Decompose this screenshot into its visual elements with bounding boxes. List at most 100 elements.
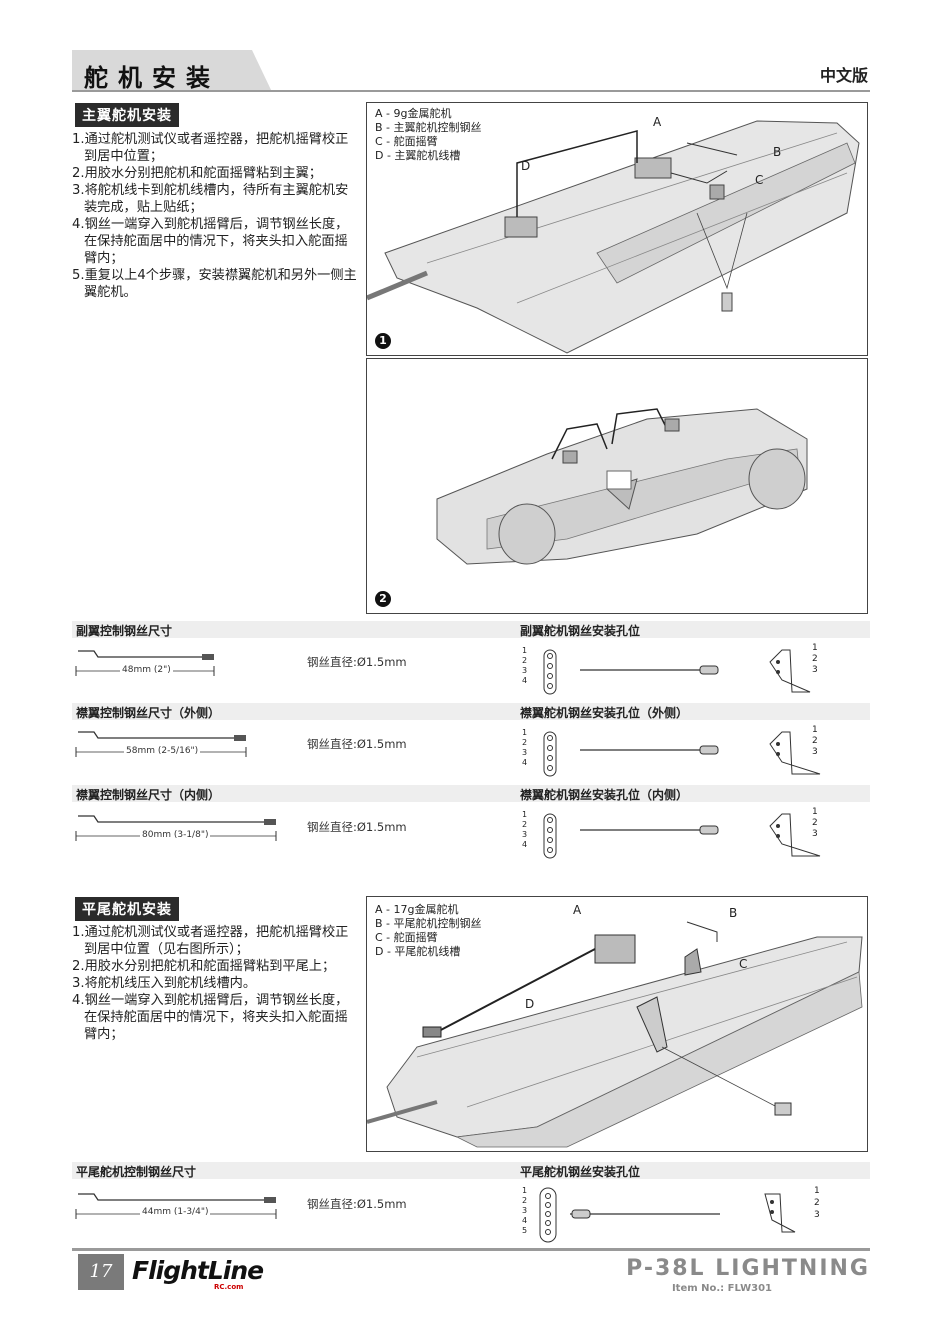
callout-c: C (739, 957, 748, 971)
flap-outer-holes-title: 襟翼舵机钢丝安装孔位（外侧） (520, 706, 689, 720)
stabilizer-holes-title: 平尾舵机钢丝安装孔位 (520, 1165, 641, 1179)
stabilizer-rod-title: 平尾舵机控制钢丝尺寸 (76, 1165, 197, 1179)
flap-outer-rod-title: 襟翼控制钢丝尺寸（外侧） (76, 706, 221, 720)
stabilizer-holes-diagram (539, 1187, 796, 1243)
flap-outer-rod-dimension: 58mm (2-5/16") (124, 746, 201, 756)
stabilizer-legend: A - 17g金属舵机 B - 平尾舵机控制钢丝 C - 舵面摇臂 D - 平尾… (375, 903, 482, 959)
stabilizer-illustration (367, 921, 863, 1148)
stabilizer-rod-diameter: 钢丝直径:Ø1.5mm (307, 1197, 407, 1211)
servo-hole: 1 (522, 728, 528, 737)
main-wing-heading: 主翼舵机安装 (75, 103, 179, 127)
legend-item: C - 舵面摇臂 (375, 135, 438, 148)
step: 2.用胶水分别把舵机和舵面摇臂粘到主翼； (72, 166, 322, 181)
footer-divider (72, 1248, 870, 1251)
stabilizer-horn-holes: 1 2 3 (814, 1185, 820, 1221)
servo-hole: 1 (522, 646, 528, 655)
figure-number-2: 2 (375, 591, 391, 607)
brand-logo: FlightLine (132, 1256, 264, 1285)
aileron-holes-title: 副翼舵机钢丝安装孔位 (520, 624, 641, 638)
callout-a: A (653, 115, 662, 129)
stabilizer-heading: 平尾舵机安装 (75, 897, 179, 921)
flap-inner-holes-diagram (543, 813, 821, 859)
flap-inner-rod-dimension: 80mm (3-1/8") (140, 830, 211, 840)
step: 5.重复以上4个步骤，安装襟翼舵机和另外一侧主翼舵机。 (72, 268, 357, 300)
aileron-rod-title: 副翼控制钢丝尺寸 (76, 624, 173, 638)
servo-hole: 1 (522, 1186, 528, 1195)
model-name: P-38L LIGHTNING (626, 1256, 870, 1281)
item-number: Item No.: FLW301 (671, 1283, 772, 1294)
linkage-row-bar (72, 1162, 870, 1179)
servo-hole: 4 (522, 1216, 528, 1225)
legend-item: B - 主翼舵机控制钢丝 (375, 121, 482, 134)
wing-illustration (367, 120, 860, 354)
horn-hole: 3 (814, 1210, 820, 1220)
callout-b: B (773, 145, 782, 159)
main-wing-steps: 1.通过舵机测试仪或者遥控器，把舵机摇臂校正到居中位置； 2.用胶水分别把舵机和… (72, 131, 360, 301)
stabilizer-rod-dimension: 44mm (1-3/4") (140, 1207, 211, 1217)
legend-item: A - 17g金属舵机 (375, 903, 459, 916)
main-wing-legend: A - 9g金属舵机 B - 主翼舵机控制钢丝 C - 舵面摇臂 D - 主翼舵… (375, 107, 482, 163)
linkage-row-bar (72, 785, 870, 802)
servo-hole: 4 (522, 676, 528, 685)
figure-number-1: 1 (375, 333, 391, 349)
servo-hole: 3 (522, 748, 528, 757)
step: 4.钢丝一端穿入到舵机摇臂后，调节钢丝长度，在保持舵面居中的情况下，将夹头扣入舵… (72, 217, 349, 266)
main-wing-figure-2: 2 (366, 358, 868, 614)
horn-hole: 2 (812, 736, 818, 746)
step: 1.通过舵机测试仪或者遥控器，把舵机摇臂校正到居中位置（见右图所示）； (72, 925, 349, 957)
step: 2.用胶水分别把舵机和舵面摇臂粘到平尾上； (72, 959, 336, 974)
horn-hole: 1 (812, 643, 818, 653)
stabilizer-figure: A - 17g金属舵机 B - 平尾舵机控制钢丝 C - 舵面摇臂 D - 平尾… (366, 896, 868, 1152)
horn-hole: 3 (812, 665, 818, 675)
step: 3.将舵机线压入到舵机线槽内。 (72, 976, 257, 991)
callout-d: D (521, 159, 531, 173)
horn-hole: 2 (812, 818, 818, 828)
flap-outer-servo-holes: 1 2 3 4 (522, 728, 527, 768)
horn-hole: 2 (814, 1198, 820, 1208)
aileron-rod-dimension: 48mm (2") (120, 665, 173, 675)
stabilizer-steps: 1.通过舵机测试仪或者遥控器，把舵机摇臂校正到居中位置（见右图所示）； 2.用胶… (72, 924, 360, 1043)
flap-inner-holes-title: 襟翼舵机钢丝安装孔位（内侧） (520, 788, 689, 802)
linkage-row-bar (72, 621, 870, 638)
legend-item: D - 主翼舵机线槽 (375, 149, 461, 162)
servo-hole: 2 (522, 738, 528, 747)
horn-hole: 1 (812, 725, 818, 735)
horn-hole: 1 (812, 807, 818, 817)
legend-item: A - 9g金属舵机 (375, 107, 452, 120)
title-tab (72, 50, 272, 92)
servo-hole: 3 (522, 830, 528, 839)
flap-outer-horn-holes: 1 2 3 (812, 725, 818, 758)
servo-hole: 3 (522, 1206, 528, 1215)
servo-hole: 1 (522, 810, 528, 819)
aileron-servo-holes: 1 2 3 4 (522, 646, 527, 686)
flap-outer-holes-diagram (543, 731, 821, 777)
servo-hole: 4 (522, 758, 528, 767)
servo-hole: 2 (522, 656, 528, 665)
servo-hole: 4 (522, 840, 528, 849)
stabilizer-servo-holes: 1 2 3 4 5 (522, 1186, 527, 1236)
header-divider (72, 90, 870, 92)
flap-inner-rod-diameter: 钢丝直径:Ø1.5mm (307, 820, 407, 834)
step: 1.通过舵机测试仪或者遥控器，把舵机摇臂校正到居中位置； (72, 132, 349, 164)
step: 3.将舵机线卡到舵机线槽内，待所有主翼舵机安装完成，贴上贴纸； (72, 183, 349, 215)
legend-item: C - 舵面摇臂 (375, 931, 438, 944)
callout-d: D (525, 997, 535, 1011)
callout-a: A (573, 903, 582, 917)
callout-c: C (755, 173, 764, 187)
horn-hole: 2 (812, 654, 818, 664)
aileron-holes-diagram (543, 649, 811, 695)
callout-b: B (729, 906, 738, 920)
flap-outer-rod-diameter: 钢丝直径:Ø1.5mm (307, 737, 407, 751)
servo-hole: 5 (522, 1226, 528, 1235)
servo-hole: 2 (522, 820, 528, 829)
aileron-rod-diameter: 钢丝直径:Ø1.5mm (307, 655, 407, 669)
aileron-horn-holes: 1 2 3 (812, 643, 818, 676)
horn-hole: 1 (814, 1186, 820, 1196)
servo-hole: 2 (522, 1196, 528, 1205)
flap-inner-horn-holes: 1 2 3 (812, 807, 818, 840)
page-number: 17 (78, 1254, 124, 1290)
horn-hole: 3 (812, 829, 818, 839)
legend-item: D - 平尾舵机线槽 (375, 945, 461, 958)
legend-item: B - 平尾舵机控制钢丝 (375, 917, 482, 930)
step: 4.钢丝一端穿入到舵机摇臂后，调节钢丝长度，在保持舵面居中的情况下，将夹头扣入舵… (72, 993, 349, 1042)
